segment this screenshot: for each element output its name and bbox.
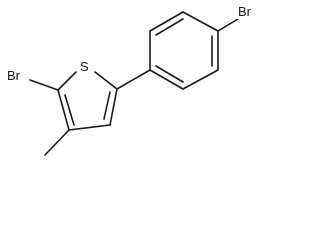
- bond-c2-c3-double: [64, 94, 75, 126]
- bond-s-c2: [57, 71, 77, 91]
- bond-ph-5-6: [182, 69, 219, 90]
- bond-c2-c3: [57, 89, 70, 131]
- br-right-text: Br: [238, 4, 252, 19]
- br-left-text: Br: [7, 68, 21, 83]
- bond-c2-br: [29, 79, 59, 91]
- bond-c3-c4: [68, 124, 111, 131]
- sulfur-text: S: [80, 59, 89, 74]
- bond-ph-6-1: [149, 69, 184, 90]
- bond-c5-phenyl: [116, 69, 151, 90]
- bond-ph-2-3-double: [155, 18, 184, 36]
- structure-diagram: Br S Br: [6, 3, 260, 156]
- atom-label-br-left: Br: [6, 67, 28, 83]
- benzene-ring: [149, 11, 219, 90]
- bond-c4-c5-double: [103, 91, 111, 120]
- bond-ph-6-1-double: [155, 65, 184, 83]
- bond-c5-s: [94, 71, 118, 90]
- bond-ph-2-3: [149, 11, 184, 32]
- bond-c3-methyl: [44, 129, 70, 156]
- atom-label-br-right: Br: [236, 3, 260, 19]
- bond-c4-c5: [109, 88, 118, 126]
- atom-label-sulfur: S: [78, 58, 93, 75]
- thiophene-ring: [57, 71, 118, 131]
- bond-ph-br: [217, 18, 239, 32]
- bond-ph-3-4: [182, 11, 219, 32]
